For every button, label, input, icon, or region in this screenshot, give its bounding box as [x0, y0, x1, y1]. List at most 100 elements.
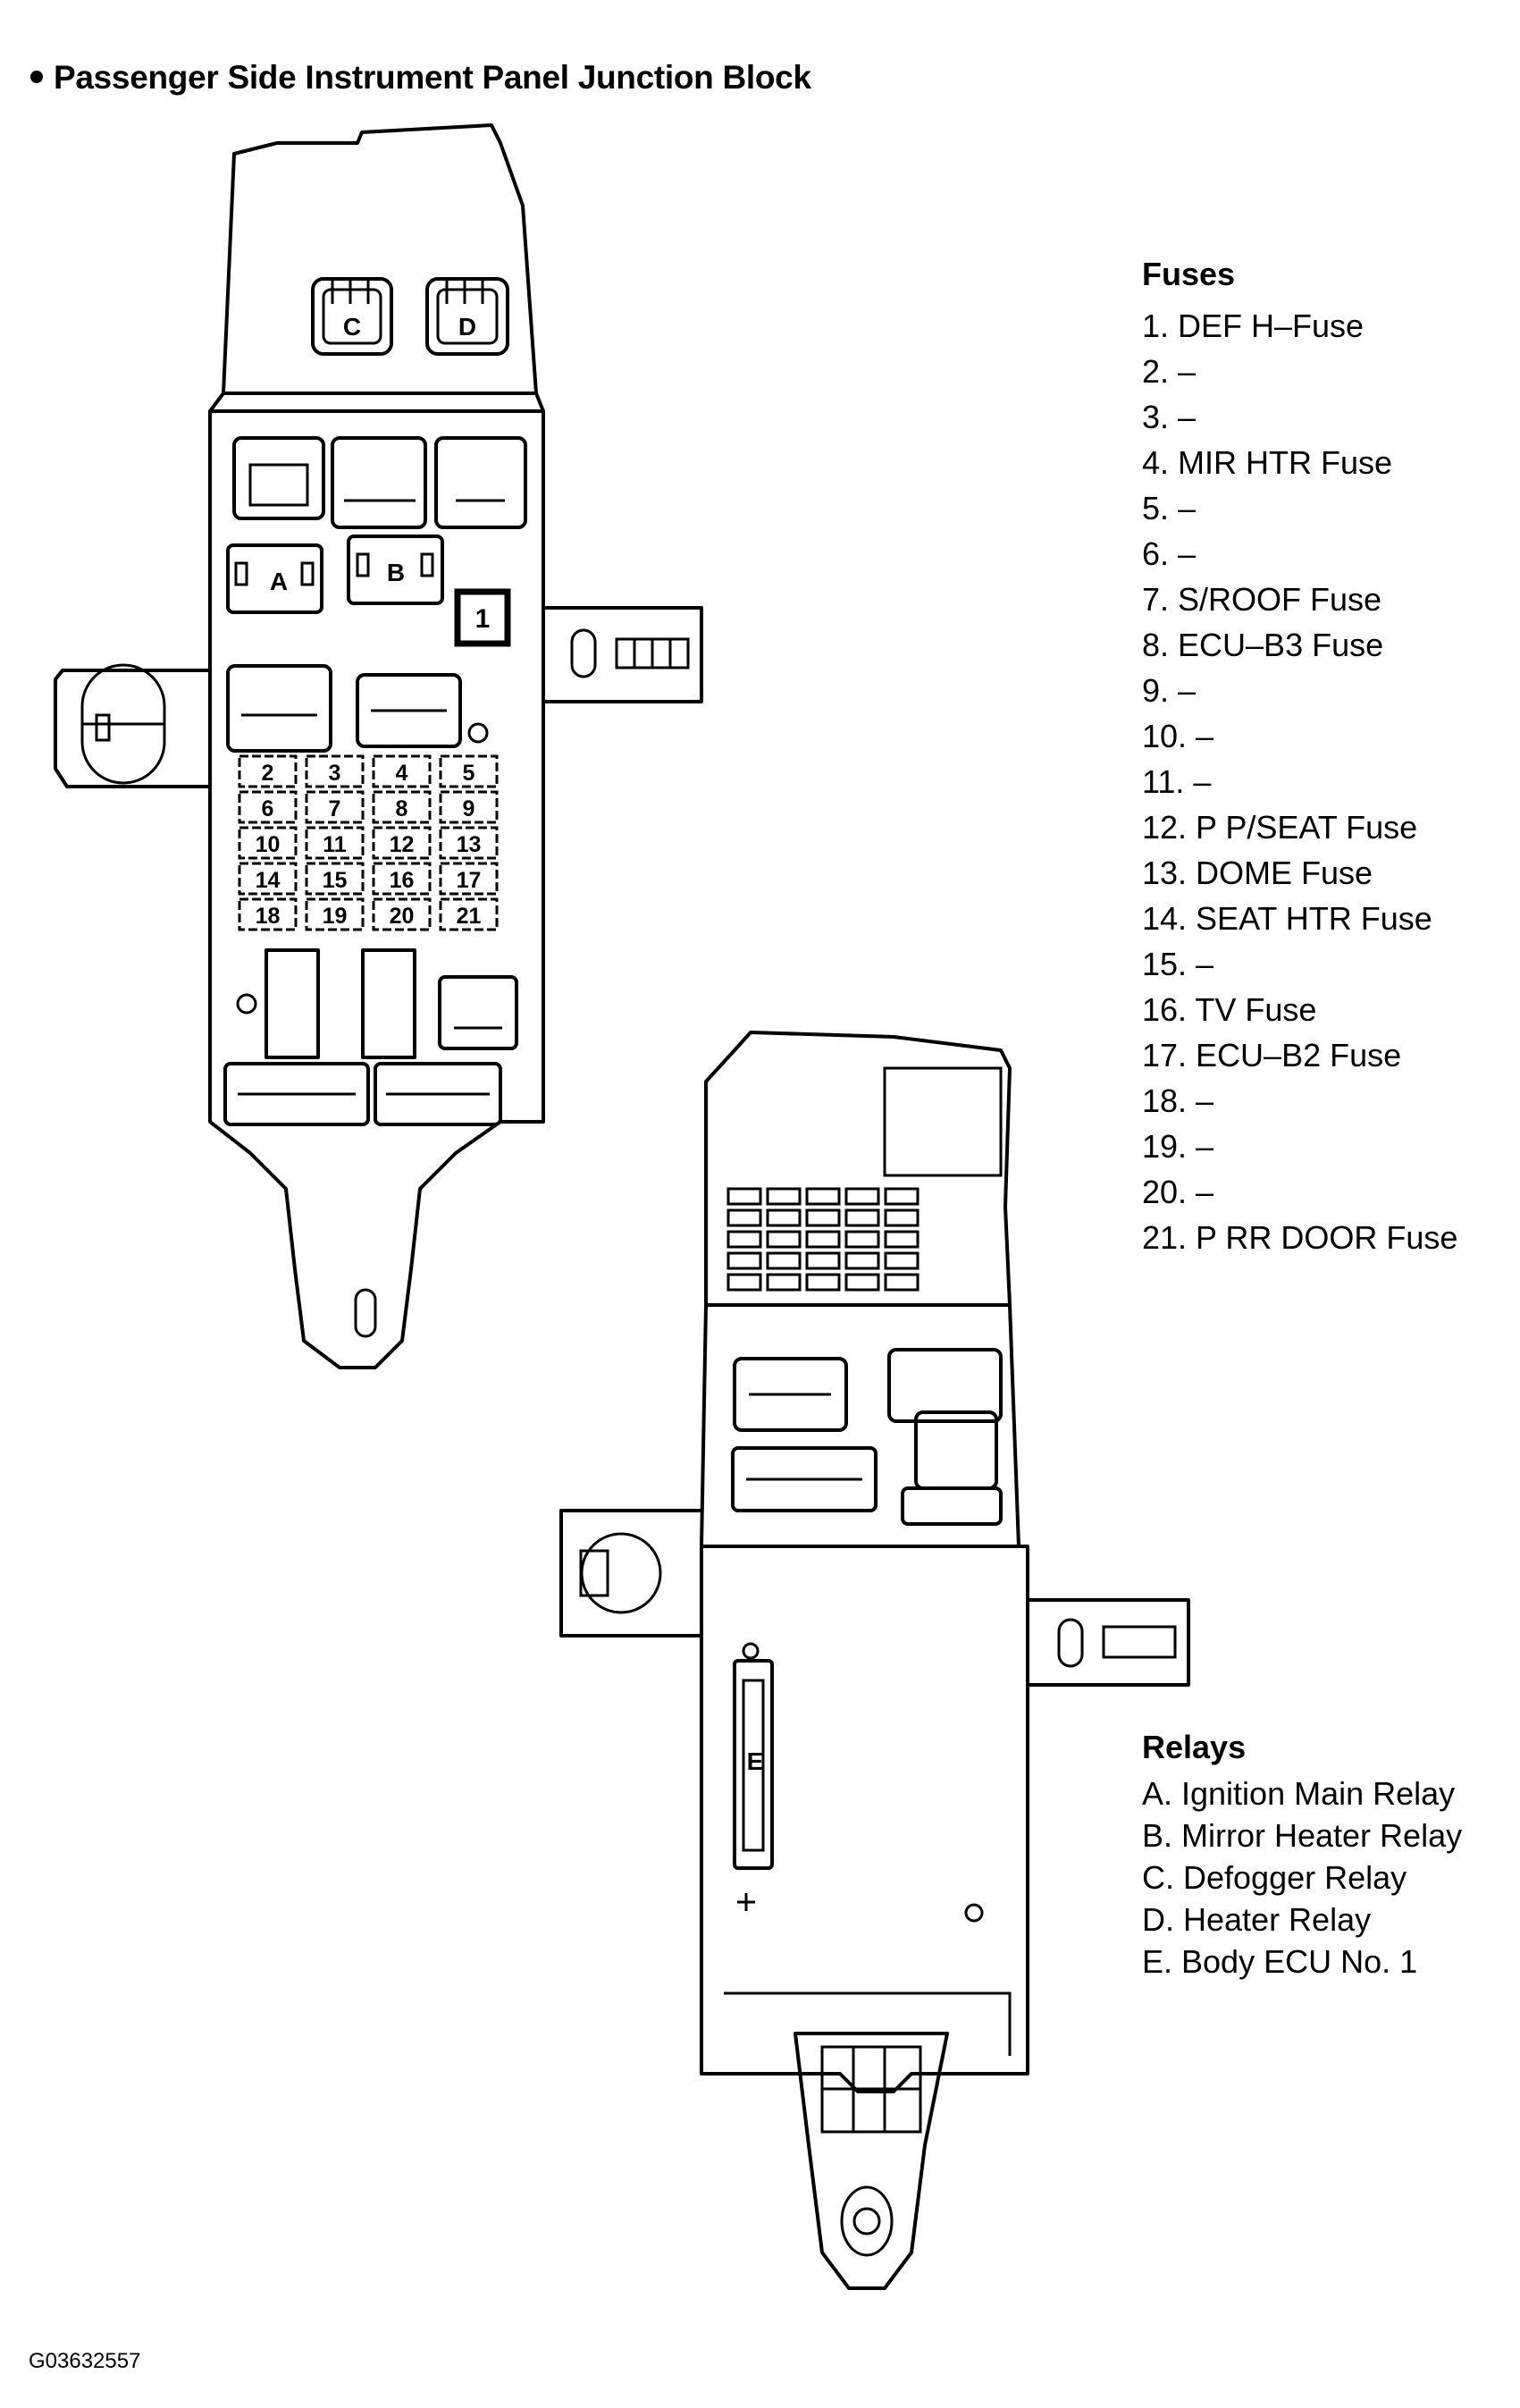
rear-grid-cell: [766, 1230, 802, 1249]
fuse-slot: [439, 897, 499, 931]
right-mount-ear: [543, 606, 703, 703]
figure-code: G03632557: [29, 2349, 141, 2373]
rear-grid-cell: [726, 1251, 762, 1270]
legend-item: 18. –: [1142, 1082, 1214, 1119]
fuse-slot: [238, 826, 298, 860]
fuse-slot-label: 12: [390, 832, 415, 857]
body-ecu-e: E: [733, 1659, 774, 1870]
rear-upper-frame: [704, 1031, 1012, 1307]
fuse-slot: [238, 754, 298, 788]
legend-item: 5. –: [1142, 490, 1197, 526]
rear-relay-socket: [914, 1410, 998, 1490]
legend-item: 11. –: [1142, 763, 1212, 800]
legend-item: 10. –: [1142, 718, 1214, 754]
connector-top-mid: [331, 436, 427, 529]
fuse-slot-label: 8: [396, 796, 408, 821]
legend-item: 13. DOME Fuse: [1142, 855, 1373, 891]
fuse-slot: [372, 826, 432, 860]
fuse-1-label: 1: [475, 604, 491, 634]
front-view-block: C D: [54, 123, 703, 1369]
connector-top-right: [434, 436, 527, 529]
legend-item: 12. P P/SEAT Fuse: [1142, 809, 1418, 846]
slot-right: [361, 948, 416, 1059]
rear-connector-3: [731, 1446, 878, 1512]
fuse-slot: [305, 790, 365, 824]
legend-item: 16. TV Fuse: [1142, 991, 1317, 1028]
legend-item: E. Body ECU No. 1: [1142, 1943, 1418, 1980]
connector-mid-right: [356, 673, 462, 748]
legend-item: 21. P RR DOOR Fuse: [1142, 1219, 1458, 1256]
bullet-icon: [30, 71, 43, 84]
rear-grid-cell: [805, 1208, 841, 1227]
legend-item: B. Mirror Heater Relay: [1142, 1817, 1463, 1854]
rear-right-ear: [1028, 1598, 1190, 1687]
fuse-slot-label: 2: [262, 761, 274, 786]
rear-grid-cell: [766, 1208, 802, 1227]
mount-hole: [354, 1288, 377, 1338]
connector-lower-right: [438, 975, 518, 1050]
rear-grid-cell: [844, 1187, 880, 1206]
fuse-slot-label: 11: [323, 832, 347, 857]
rear-grid-cell: [726, 1230, 762, 1249]
relay-a: A: [226, 543, 323, 614]
fuse-slot-label: 18: [256, 904, 281, 929]
rear-connector-4: [901, 1486, 1003, 1526]
legend-item: 20. –: [1142, 1174, 1214, 1210]
fuse-slot-label: 17: [457, 868, 482, 893]
rear-grid-cell: [805, 1230, 841, 1249]
rear-top-relay: [883, 1066, 1003, 1177]
rear-main-body: [700, 1545, 1029, 2093]
legend-item: 19. –: [1142, 1128, 1214, 1165]
fuse-slot-label: 19: [323, 904, 348, 929]
fuse-slot: [439, 826, 499, 860]
legend-item: 3. –: [1142, 399, 1197, 435]
fuse-slot: [238, 897, 298, 931]
fuse-slot-label: 5: [463, 761, 475, 786]
rear-view-block: E: [559, 1031, 1190, 2290]
fuse-slot-label: 10: [256, 832, 281, 857]
fuse-slot-label: 9: [463, 796, 475, 821]
rear-grid-cell: [805, 1251, 841, 1270]
fuse-slot: [372, 790, 432, 824]
fuse-legend-heading: Fuses: [1142, 256, 1236, 292]
fuse-slot-label: 16: [390, 868, 415, 893]
fuse-slot: [305, 826, 365, 860]
rear-grid-cell: [884, 1208, 920, 1227]
fuse-slot-label: 13: [457, 832, 482, 857]
rear-grid-cell: [805, 1187, 841, 1206]
rear-connector-2: [887, 1348, 1003, 1423]
rear-grid-cell: [844, 1273, 880, 1292]
rear-grid-cell: [884, 1230, 920, 1249]
fuse-slot: [439, 790, 499, 824]
rear-grid-cell: [884, 1187, 920, 1206]
fuse-slot-label: 6: [262, 796, 274, 821]
relay-b-label: B: [387, 559, 405, 586]
fuse-slot: [372, 754, 432, 788]
relay-d: D: [425, 277, 509, 356]
legend-item: 8. ECU–B3 Fuse: [1142, 627, 1384, 663]
rear-left-ear: [559, 1509, 701, 1638]
relay-a-label: A: [270, 568, 288, 595]
relay-c-label: C: [343, 313, 361, 341]
relay-b: B: [347, 535, 444, 605]
rear-grid-cell: [766, 1251, 802, 1270]
fuse-slot: [372, 897, 432, 931]
rear-grid-cell: [766, 1273, 802, 1292]
legend-item: 2. –: [1142, 353, 1197, 390]
legend-item: 6. –: [1142, 535, 1197, 572]
rear-grid-cell: [726, 1273, 762, 1292]
legend-item: 7. S/ROOF Fuse: [1142, 581, 1382, 618]
legend-item: D. Heater Relay: [1142, 1901, 1372, 1938]
legend-item: C. Defogger Relay: [1142, 1859, 1407, 1896]
left-mount-ear: [54, 669, 210, 788]
legend-item: 4. MIR HTR Fuse: [1142, 444, 1393, 481]
fuse-slot: [238, 790, 298, 824]
rear-grid-cell: [766, 1187, 802, 1206]
fuse-slot-label: 3: [329, 761, 341, 786]
connector-bottom-right: [374, 1062, 502, 1126]
